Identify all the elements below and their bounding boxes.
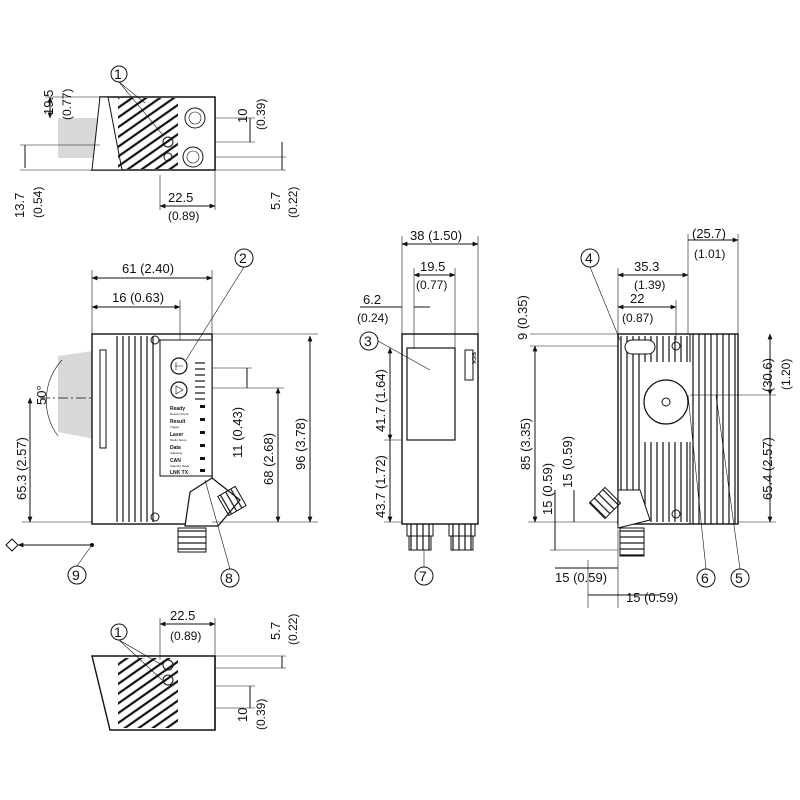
svg-text:1: 1 bbox=[114, 624, 122, 640]
top-dim-5-7: 5.7 bbox=[268, 192, 283, 210]
svg-text:5: 5 bbox=[735, 570, 743, 586]
rear-view: (25.7) (1.01) 35.3 (1.39) 22 (0.87) 9 (0… bbox=[515, 226, 793, 608]
svg-text:1: 1 bbox=[114, 66, 122, 82]
svg-text:Trigger: Trigger bbox=[170, 425, 179, 429]
rear-dim-15b: 15 (0.59) bbox=[560, 436, 575, 488]
rear-dim-22: 22 bbox=[630, 291, 644, 306]
rear-dim-9: 9 (0.35) bbox=[515, 295, 530, 340]
rear-dim-30-6: (30.6) bbox=[760, 358, 775, 392]
top-view: 19.5 (0.77) 13.7 (0.54) 10 (0.39) 22.5 (… bbox=[12, 65, 300, 223]
front-dim-6-2: 6.2 bbox=[363, 292, 381, 307]
front-dim-19-5: 19.5 bbox=[420, 259, 445, 274]
rear-dim-1-39: (1.39) bbox=[634, 278, 665, 292]
mount-circle bbox=[643, 379, 689, 425]
rear-dim-15a: 15 (0.59) bbox=[540, 463, 555, 515]
top-dim-0-89: (0.89) bbox=[168, 209, 199, 223]
side-dim-96: 96 (3.78) bbox=[293, 418, 308, 470]
rear-dim-1-20: (1.20) bbox=[779, 359, 793, 390]
svg-text:Ready: Ready bbox=[170, 406, 185, 412]
svg-text:Result: Result bbox=[170, 419, 186, 425]
front-window bbox=[406, 347, 456, 441]
svg-text:8: 8 bbox=[225, 570, 233, 586]
top-dim-0-39: (0.39) bbox=[254, 99, 268, 130]
rear-dim-35-3: 35.3 bbox=[634, 259, 659, 274]
bottom-dim-5-7: 5.7 bbox=[268, 622, 283, 640]
svg-text:6: 6 bbox=[701, 570, 709, 586]
front-dim-43-7: 43.7 (1.72) bbox=[373, 455, 388, 518]
brand-logo: SICK bbox=[470, 352, 476, 364]
side-dim-11: 11 (0.43) bbox=[230, 407, 245, 458]
top-dim-10: 10 bbox=[235, 109, 250, 123]
rear-dim-25-7: (25.7) bbox=[692, 226, 726, 241]
bottom-dim-22-5: 22.5 bbox=[170, 608, 195, 623]
side-view: 50° Ready Result Output Result Trigger L… bbox=[5, 248, 318, 588]
side-angle: 50° bbox=[34, 385, 49, 405]
svg-text:7: 7 bbox=[419, 568, 427, 584]
led-labels: Ready Result Output Result Trigger Laser… bbox=[170, 406, 190, 476]
rear-dim-85: 85 (3.35) bbox=[518, 418, 533, 470]
svg-text:3: 3 bbox=[364, 333, 372, 349]
rear-dim-0-87: (0.87) bbox=[622, 311, 653, 325]
side-dim-68: 68 (2.68) bbox=[261, 433, 276, 485]
top-dim-0-22: (0.22) bbox=[286, 187, 300, 218]
svg-text:Radio Setup: Radio Setup bbox=[170, 438, 187, 442]
front-dim-41-7: 41.7 (1.64) bbox=[373, 369, 388, 432]
rear-dim-15d: 15 (0.59) bbox=[626, 590, 678, 605]
rear-dim-1-01: (1.01) bbox=[694, 247, 725, 261]
bottom-view: 22.5 (0.89) 5.7 (0.22) 10 (0.39) 1 bbox=[91, 608, 300, 731]
side-dim-16: 16 (0.63) bbox=[112, 290, 164, 305]
rear-dim-15c: 15 (0.59) bbox=[555, 570, 607, 585]
front-dim-0-24: (0.24) bbox=[357, 311, 388, 325]
front-dim-38: 38 (1.50) bbox=[410, 228, 462, 243]
svg-text:Result Output: Result Output bbox=[170, 412, 189, 416]
svg-text:LNK TX: LNK TX bbox=[170, 470, 189, 476]
bottom-dim-0-39: (0.39) bbox=[254, 699, 268, 730]
top-dim-0-77: (0.77) bbox=[60, 89, 74, 120]
top-dim-22-5: 22.5 bbox=[168, 190, 193, 205]
top-dim-19-5: 19.5 bbox=[41, 90, 56, 115]
svg-text:Laser: Laser bbox=[170, 432, 183, 438]
svg-text:Standby Mode: Standby Mode bbox=[170, 464, 190, 468]
side-dim-65-3: 65.3 (2.57) bbox=[14, 437, 29, 500]
bottom-dim-10: 10 bbox=[235, 708, 250, 722]
bottom-dim-0-89: (0.89) bbox=[170, 629, 201, 643]
top-dim-0-54: (0.54) bbox=[31, 187, 45, 218]
bottom-dim-0-22: (0.22) bbox=[286, 614, 300, 645]
front-view: SICK 38 (1.50) 19.5 (0.77) 6.2 (0.24) 41… bbox=[357, 228, 479, 586]
svg-text:4: 4 bbox=[585, 250, 593, 266]
led-indicators bbox=[200, 405, 205, 472]
svg-text:Adjusting: Adjusting bbox=[170, 451, 183, 455]
svg-text:Data: Data bbox=[170, 445, 181, 451]
top-dim-13-7: 13.7 bbox=[12, 193, 27, 218]
svg-text:2: 2 bbox=[239, 250, 247, 266]
svg-text:CAN: CAN bbox=[170, 458, 181, 464]
svg-text:9: 9 bbox=[72, 567, 80, 583]
front-dim-0-77: (0.77) bbox=[416, 278, 447, 292]
rear-dim-65-4: 65.4 (2.57) bbox=[760, 437, 775, 500]
side-dim-61: 61 (2.40) bbox=[122, 261, 174, 276]
connector-bottom bbox=[182, 146, 204, 168]
menu-button[interactable] bbox=[170, 381, 188, 399]
connector-top bbox=[184, 107, 206, 129]
